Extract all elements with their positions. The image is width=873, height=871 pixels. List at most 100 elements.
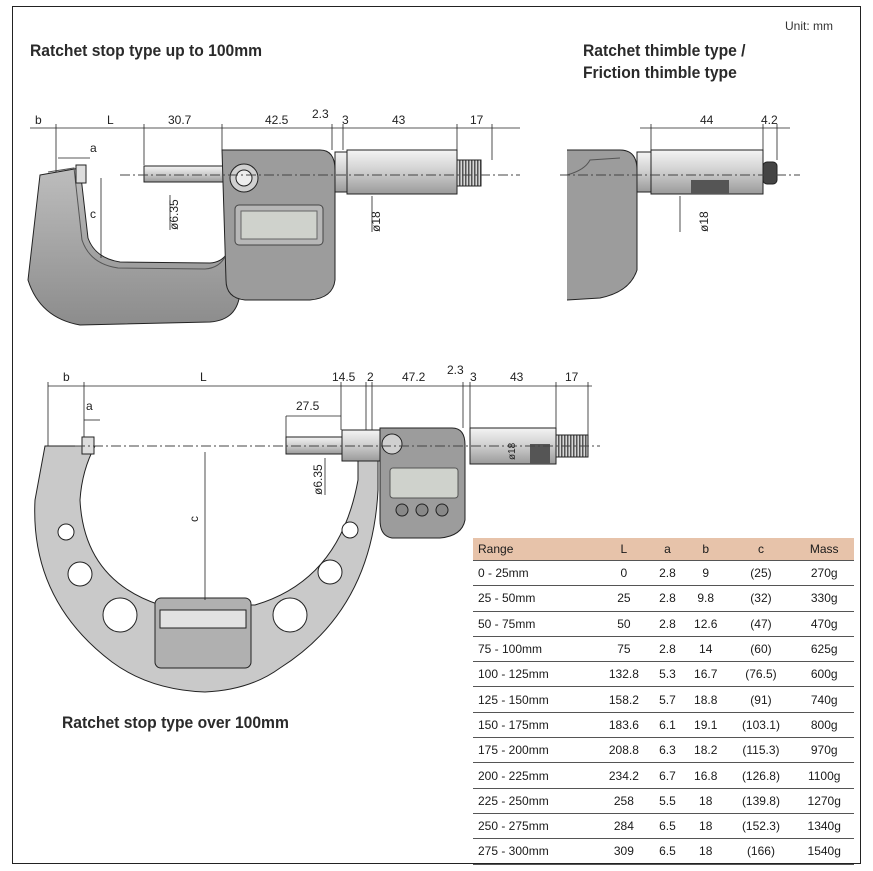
header-b: b: [683, 538, 728, 561]
cell-a: 2.8: [650, 611, 684, 637]
unit-label: Unit: mm: [785, 19, 833, 33]
frame-hole: [272, 597, 308, 633]
cell-L: 258: [596, 788, 651, 814]
micrometer-top: [27, 149, 520, 326]
dim-bottom-17: 17: [565, 370, 579, 384]
cell-L: 284: [596, 813, 651, 840]
cell-range: 125 - 150mm: [473, 686, 597, 713]
cell-range: 150 - 175mm: [473, 712, 597, 739]
button-bottom: [395, 503, 409, 517]
dim-top-spindle: ø6.35: [167, 199, 181, 230]
cell-b: 19.1: [683, 712, 728, 739]
spindle-top: [143, 165, 227, 183]
dim-bottom-27-5: 27.5: [296, 399, 320, 413]
dim-bottom-a: a: [86, 399, 93, 413]
cell-mass: 1100g: [794, 762, 854, 789]
micrometer-right: [560, 149, 800, 301]
cell-a: 5.5: [650, 788, 684, 814]
sleeve-top: [334, 151, 348, 193]
dim-bottom-2: 2: [367, 370, 374, 384]
cell-c: (25): [727, 560, 795, 587]
dim-top-42-5: 42.5: [265, 113, 289, 127]
cell-b: 18: [683, 838, 728, 865]
cell-c: (47): [727, 611, 795, 637]
anvil-top: [75, 164, 87, 184]
cell-range: 100 - 125mm: [473, 661, 597, 688]
lcd-bottom: [389, 467, 459, 499]
cell-L: 208.8: [596, 737, 651, 764]
cell-mass: 800g: [794, 712, 854, 739]
cell-range: 175 - 200mm: [473, 737, 597, 764]
cell-b: 14: [683, 636, 728, 663]
body-right: [566, 149, 638, 301]
dim-bottom-43: 43: [510, 370, 524, 384]
dim-top-c: c: [90, 207, 96, 221]
dim-right-44: 44: [700, 113, 714, 127]
dim-bottom-c: c: [187, 516, 201, 522]
frame-hole: [57, 523, 75, 541]
cell-L: 0: [596, 560, 651, 587]
cell-a: 6.7: [650, 762, 684, 789]
cell-mass: 625g: [794, 636, 854, 663]
frame-hole: [67, 561, 93, 587]
header-L: L: [596, 538, 651, 561]
dim-top-43: 43: [392, 113, 406, 127]
button-bottom: [435, 503, 449, 517]
cell-range: 25 - 50mm: [473, 585, 597, 612]
dim-bottom-3: 3: [470, 370, 477, 384]
cell-mass: 970g: [794, 737, 854, 764]
dim-bottom-thimble: ø18: [507, 442, 518, 460]
cell-b: 9.8: [683, 585, 728, 612]
dim-top-a: a: [90, 141, 97, 155]
cell-mass: 740g: [794, 686, 854, 713]
cell-b: 18: [683, 788, 728, 814]
cell-mass: 600g: [794, 661, 854, 688]
header-range: Range: [473, 538, 597, 561]
dim-top-17: 17: [470, 113, 484, 127]
cell-L: 25: [596, 585, 651, 612]
frame-hole: [317, 559, 343, 585]
cell-a: 5.3: [650, 661, 684, 688]
cell-a: 6.3: [650, 737, 684, 764]
button-bottom: [415, 503, 429, 517]
cell-b: 16.8: [683, 762, 728, 789]
dimensions-bottom: [47, 382, 592, 600]
cell-range: 225 - 250mm: [473, 788, 597, 814]
frame-hole: [102, 597, 138, 633]
dim-right-4-2: 4.2: [761, 113, 778, 127]
cell-range: 275 - 300mm: [473, 838, 597, 865]
cell-a: 6.5: [650, 813, 684, 840]
cell-b: 18.8: [683, 686, 728, 713]
title-ratchet-stop-over-100: Ratchet stop type over 100mm: [62, 713, 289, 732]
cell-b: 18.2: [683, 737, 728, 764]
cell-c: (103.1): [727, 712, 795, 739]
cell-mass: 1540g: [794, 838, 854, 865]
cell-b: 18: [683, 813, 728, 840]
dim-top-2-3: 2.3: [312, 107, 329, 121]
dim-bottom-b: b: [63, 370, 70, 384]
cell-range: 200 - 225mm: [473, 762, 597, 789]
cell-c: (76.5): [727, 661, 795, 688]
cell-c: (166): [727, 838, 795, 865]
end-cap-right: [762, 161, 778, 185]
cell-mass: 330g: [794, 585, 854, 612]
dim-bottom-L: L: [200, 370, 207, 384]
dim-top-3: 3: [342, 113, 349, 127]
cell-mass: 1340g: [794, 813, 854, 840]
ratchet-top: [456, 159, 482, 187]
dimensions-right: [640, 124, 790, 232]
dim-top-30-7: 30.7: [168, 113, 192, 127]
cell-a: 6.1: [650, 712, 684, 739]
dimensions-top: [30, 124, 520, 258]
thimble-top: [346, 149, 458, 195]
cell-c: (115.3): [727, 737, 795, 764]
cell-L: 158.2: [596, 686, 651, 713]
title-ratchet-thimble-line1: Ratchet thimble type /: [583, 41, 746, 60]
